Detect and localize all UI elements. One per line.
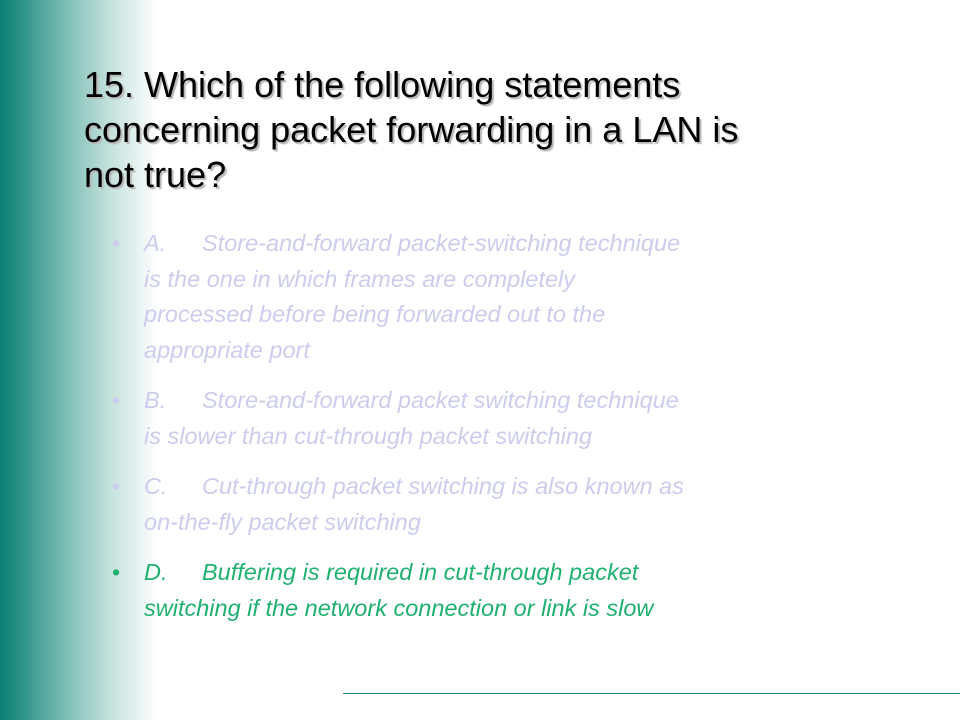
answer-b-letter: B.: [144, 387, 167, 413]
answer-a-letter: A.: [144, 230, 167, 256]
answer-a-line-3: processed before being forwarded out to …: [144, 301, 606, 327]
bullet-icon: •: [112, 387, 121, 413]
answer-b-text-1: Store-and-forward packet switching techn…: [202, 387, 679, 413]
side-gradient-bar: [0, 0, 158, 720]
bullet-icon: •: [112, 473, 121, 499]
bullet-icon: •: [112, 559, 121, 585]
answer-b: • B. Store-and-forward packet switching t…: [112, 383, 872, 454]
answer-b-line-1: B. Store-and-forward packet switching tec…: [144, 383, 872, 419]
question-title: 15. Which of the following statements co…: [84, 62, 884, 197]
answer-a: • A. Store-and-forward packet-switching t…: [112, 226, 872, 368]
answer-c-line-2: on-the-fly packet switching: [144, 508, 421, 535]
answer-d-line-1: D. Buffering is required in cut-through p…: [144, 555, 872, 591]
answer-b-line-2: is slower than cut-through packet switch…: [144, 422, 593, 449]
answer-d: • D. Buffering is required in cut-through…: [112, 555, 872, 626]
footer-divider: [343, 693, 960, 694]
bullet-icon: •: [112, 230, 121, 256]
answer-d-letter: D.: [144, 559, 168, 585]
answer-c: • C. Cut-through packet switching is also…: [112, 469, 872, 540]
answer-list: • A. Store-and-forward packet-switching t…: [112, 226, 872, 641]
answer-a-line-2: is the one in which frames are completel…: [144, 265, 576, 292]
answer-c-letter: C.: [144, 473, 168, 499]
answer-a-line-4: appropriate port: [144, 336, 310, 363]
answer-a-line-1: A. Store-and-forward packet-switching tec…: [144, 226, 872, 262]
title-line-2: concerning packet forwarding in a LAN is: [84, 109, 739, 150]
answer-c-line-1: C. Cut-through packet switching is also k…: [144, 469, 872, 505]
answer-d-line-2: switching if the network connection or l…: [144, 594, 654, 621]
title-line-3: not true?: [84, 154, 227, 195]
answer-d-text-1: Buffering is required in cut-through pac…: [202, 559, 639, 585]
title-line-1: 15. Which of the following statements: [84, 64, 681, 105]
answer-a-text-1: Store-and-forward packet-switching techn…: [202, 230, 681, 256]
answer-c-text-1: Cut-through packet switching is also kno…: [202, 473, 684, 499]
